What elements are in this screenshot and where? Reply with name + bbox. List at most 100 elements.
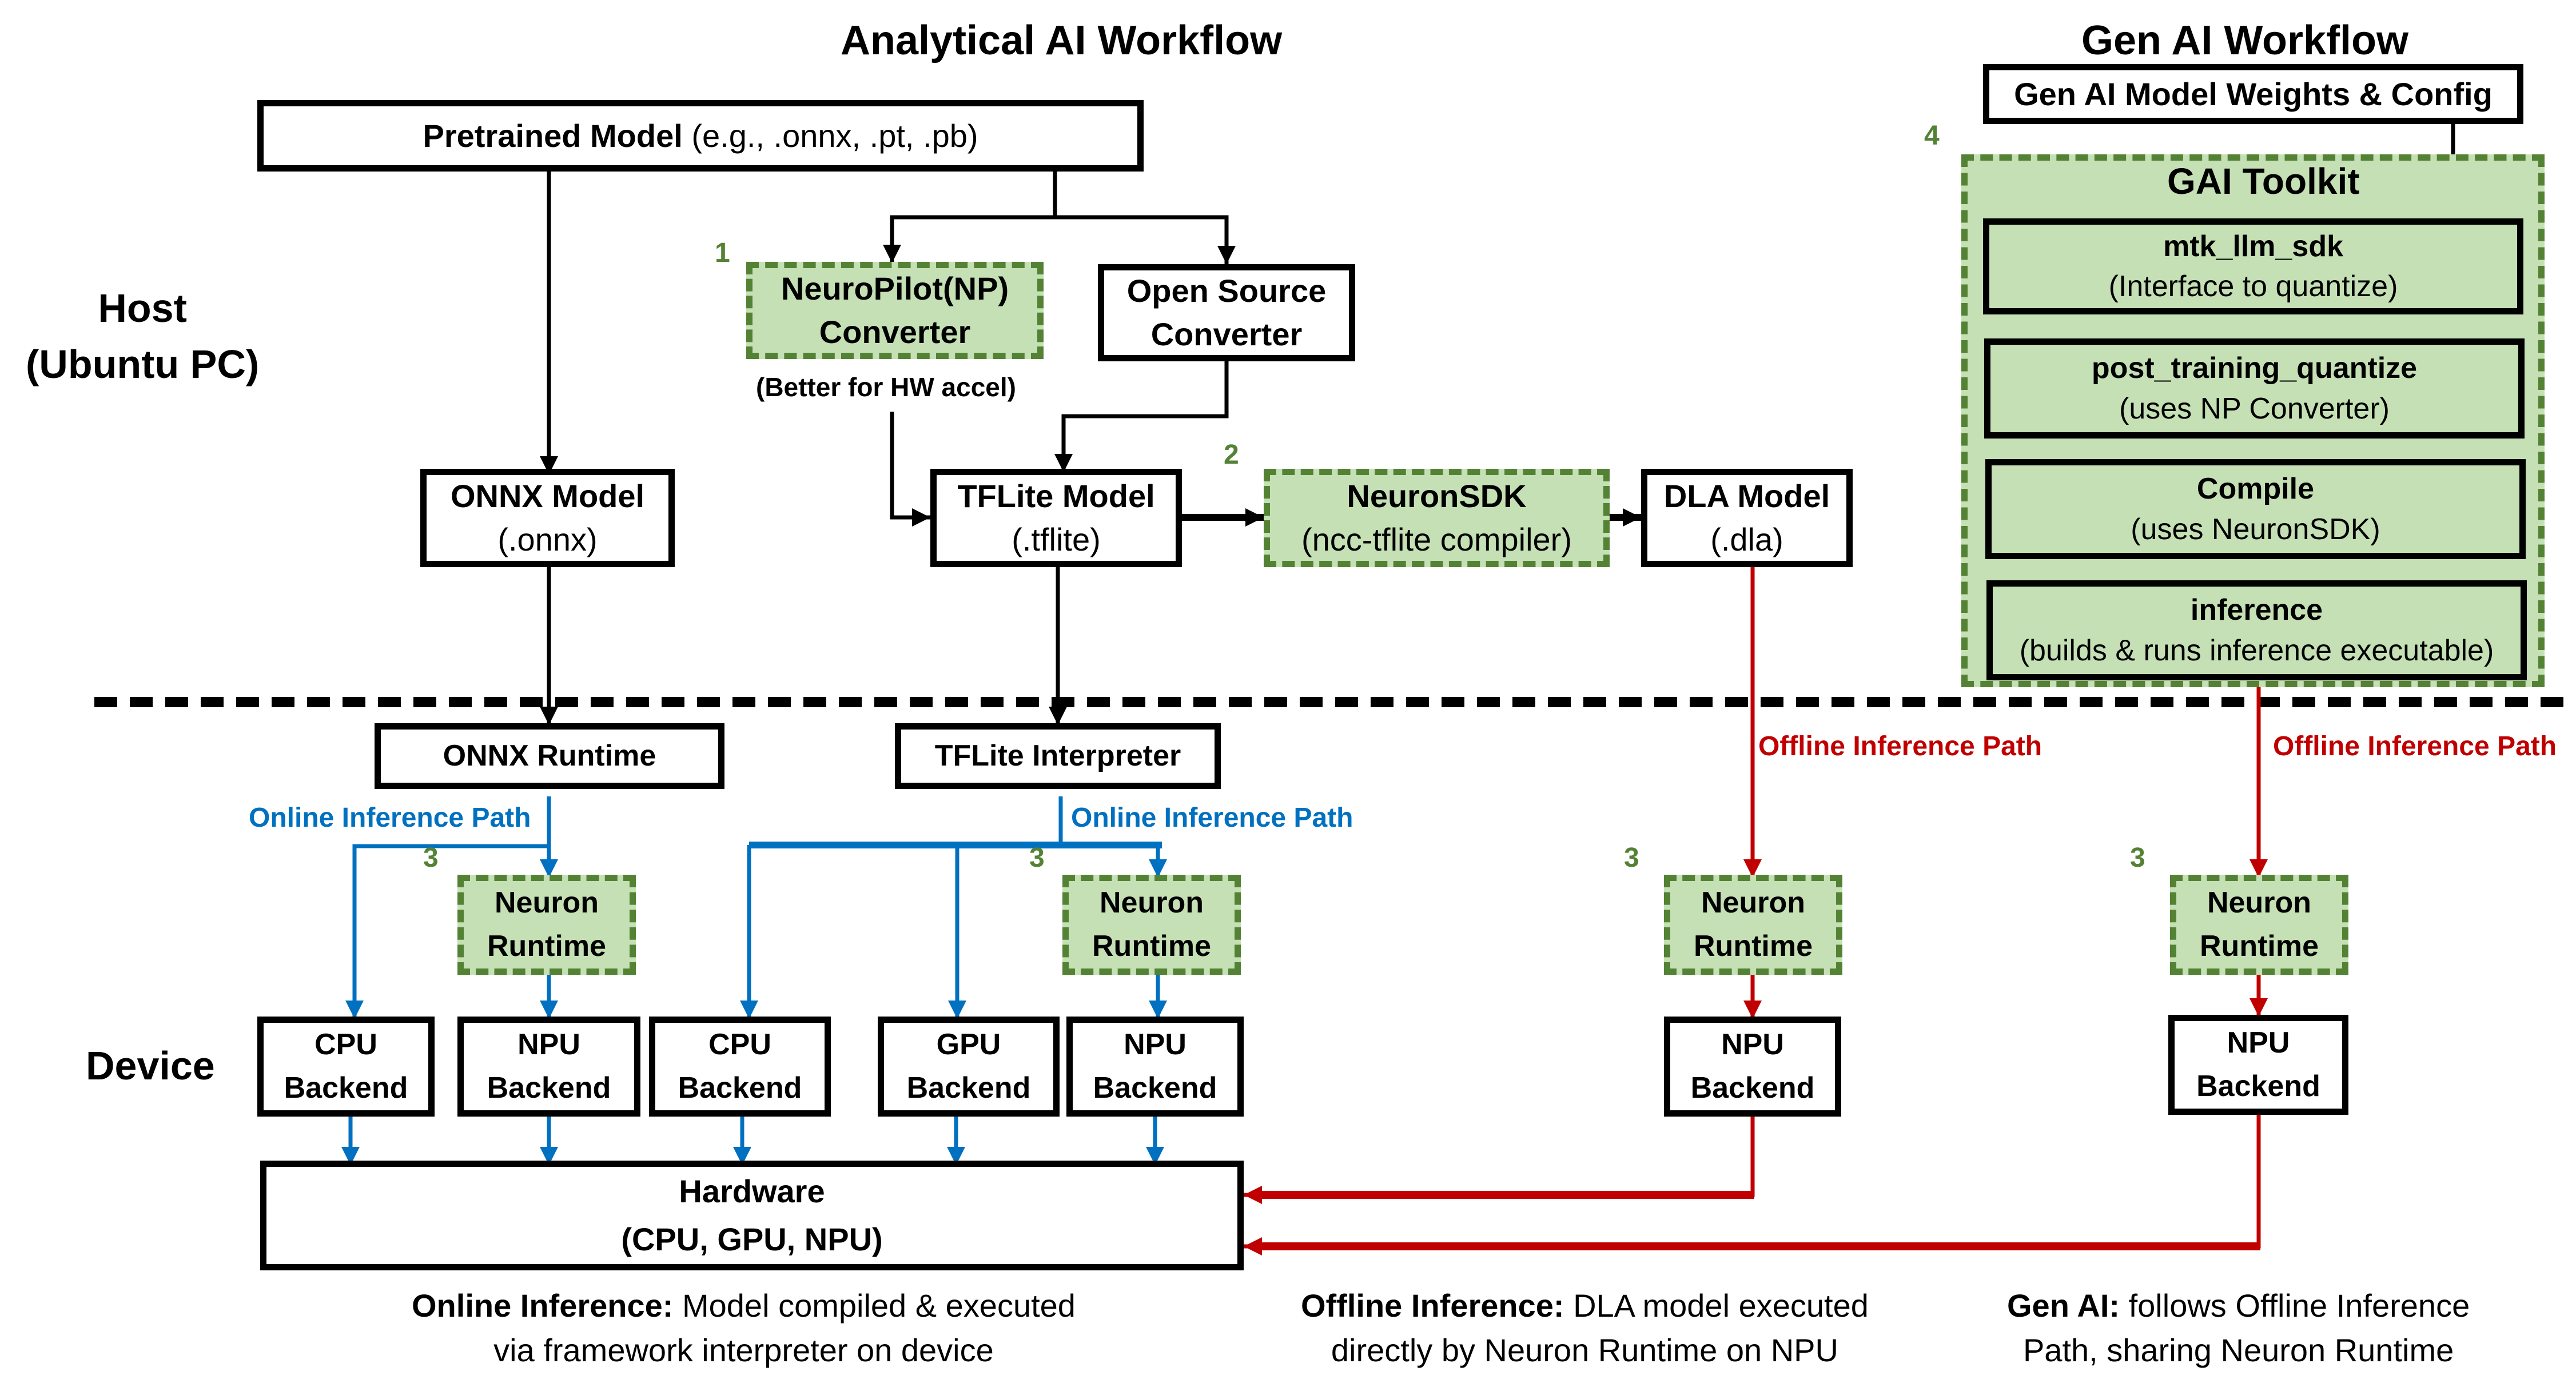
onnx-runtime-box[interactable]: ONNX Runtime [375, 723, 724, 789]
backend-label: Backend [906, 1071, 1031, 1105]
device-label: Device [86, 1043, 215, 1088]
backend-type: GPU [936, 1028, 1001, 1062]
neuron-runtime-box-onnx[interactable]: Neuron Runtime [457, 875, 636, 975]
backend-npu-dla[interactable]: NPU Backend [1664, 1017, 1841, 1117]
neuronsdk-sub: (ncc-tflite compiler) [1301, 521, 1572, 557]
online-path-label-tflite: Online Inference Path [1071, 803, 1353, 833]
gai-stage-mtk-llm-sdk[interactable]: mtk_llm_sdk (Interface to quantize) [1983, 218, 2523, 314]
caption-genai-term: Gen AI: [2007, 1288, 2120, 1324]
np-converter-note: (Better for HW accel) [756, 372, 1016, 402]
caption-genai-text1: follows Offline Inference [2120, 1288, 2470, 1324]
backend-cpu-onnx[interactable]: CPU Backend [257, 1017, 435, 1117]
caption-offline-term: Offline Inference: [1301, 1288, 1564, 1324]
neuropilot-converter-box[interactable]: NeuroPilot(NP) Converter [746, 262, 1044, 359]
backend-type: NPU [1124, 1028, 1187, 1062]
backend-type: CPU [314, 1028, 377, 1062]
genai-weights-box[interactable]: Gen AI Model Weights & Config [1983, 64, 2523, 124]
neuron-runtime-line1: Neuron [1100, 886, 1204, 920]
np-converter-line2: Converter [819, 314, 971, 350]
neuron-runtime-line1: Neuron [2207, 886, 2311, 920]
caption-offline-text2: directly by Neuron Runtime on NPU [1331, 1332, 1838, 1369]
open-source-line2: Converter [1150, 316, 1303, 352]
caption-online-term: Online Inference: [412, 1288, 674, 1324]
gai-toolkit-title: GAI Toolkit [2167, 161, 2360, 202]
neuron-runtime-line2: Runtime [1694, 929, 1813, 963]
caption-genai-text2: Path, sharing Neuron Runtime [2022, 1332, 2454, 1369]
backend-type: NPU [1721, 1028, 1784, 1062]
hardware-title: Hardware [679, 1173, 825, 1209]
step-badge-3: 3 [1624, 843, 1639, 873]
backend-gpu-tflite[interactable]: GPU Backend [878, 1017, 1060, 1117]
arrow-open-source-to-tflite [1054, 361, 1229, 472]
neuron-runtime-box-dla[interactable]: Neuron Runtime [1664, 875, 1842, 975]
arrow-pretrained-branch [883, 170, 1057, 263]
hardware-box[interactable]: Hardware (CPU, GPU, NPU) [260, 1161, 1244, 1270]
neuron-runtime-box-tflite[interactable]: Neuron Runtime [1062, 875, 1241, 975]
neuron-runtime-line2: Runtime [2200, 929, 2319, 963]
tflite-interpreter-box[interactable]: TFLite Interpreter [895, 723, 1221, 789]
backend-type: NPU [2227, 1026, 2290, 1060]
step-badge-3: 3 [423, 843, 439, 873]
onnx-model-title: ONNX Model [450, 478, 645, 515]
gai-stage-inference[interactable]: inference (builds & runs inference execu… [1986, 580, 2527, 680]
neuronsdk-box[interactable]: NeuronSDK (ncc-tflite compiler) [1264, 469, 1610, 567]
heading-analytical: Analytical AI Workflow [841, 18, 1283, 63]
gai-stage-compile[interactable]: Compile (uses NeuronSDK) [1985, 459, 2526, 559]
backend-label: Backend [284, 1071, 408, 1105]
caption-online: Online Inference: Model compiled & execu… [412, 1284, 1076, 1373]
online-path-label-onnx: Online Inference Path [249, 803, 531, 833]
tflite-model-title: TFLite Model [957, 478, 1155, 515]
neuronsdk-title: NeuronSDK [1347, 478, 1527, 515]
np-converter-line1: NeuroPilot(NP) [781, 270, 1009, 307]
offline-path-label-genai: Offline Inference Path [2273, 731, 2557, 762]
step-badge-3: 3 [2130, 843, 2145, 873]
backend-npu-tflite[interactable]: NPU Backend [1066, 1017, 1244, 1117]
backend-npu-onnx[interactable]: NPU Backend [457, 1017, 640, 1117]
backend-label: Backend [2196, 1069, 2320, 1103]
caption-online-text1: Model compiled & executed [673, 1288, 1076, 1324]
step-badge-3: 3 [1029, 843, 1045, 873]
backend-label: Backend [1093, 1071, 1217, 1105]
host-label: Host (Ubuntu PC) [26, 280, 259, 392]
offline-path-npu-a-to-hw [1244, 1116, 1755, 1204]
backend-cpu-tflite[interactable]: CPU Backend [649, 1017, 831, 1117]
neuron-runtime-line1: Neuron [495, 886, 599, 920]
step-badge-1: 1 [715, 238, 730, 268]
caption-offline: Offline Inference: DLA model executed di… [1301, 1284, 1869, 1373]
gai-stage-sub: (uses NeuronSDK) [2131, 512, 2380, 546]
gai-stage-sub: (builds & runs inference executable) [2019, 633, 2494, 667]
dla-model-title: DLA Model [1663, 478, 1830, 515]
onnx-model-ext: (.onnx) [497, 521, 598, 557]
gai-stage-sub: (Interface to quantize) [2108, 270, 2398, 303]
offline-path-label-dla: Offline Inference Path [1758, 731, 2043, 762]
caption-offline-text1: DLA model executed [1564, 1288, 1869, 1324]
open-source-line1: Open Source [1126, 273, 1327, 309]
hardware-units: (CPU, GPU, NPU) [621, 1221, 883, 1257]
tflite-model-ext: (.tflite) [1012, 521, 1101, 557]
heading-genai: Gen AI Workflow [2081, 18, 2409, 63]
backend-npu-genai[interactable]: NPU Backend [2168, 1015, 2348, 1115]
caption-online-text2: via framework interpreter on device [493, 1332, 994, 1369]
pretrained-model-formats: (e.g., .onnx, .pt, .pb) [682, 117, 978, 154]
online-path-onnx-to-cpu [345, 844, 549, 1019]
backend-type: NPU [517, 1028, 580, 1062]
backend-type: CPU [708, 1028, 771, 1062]
open-source-converter-box[interactable]: Open Source Converter [1098, 264, 1355, 361]
dla-model-box[interactable]: DLA Model (.dla) [1641, 469, 1853, 567]
gai-stage-title: mtk_llm_sdk [2163, 229, 2344, 263]
arrow-branch-to-open-source [1055, 215, 1236, 264]
pretrained-model-title: Pretrained Model [423, 117, 683, 154]
host-label-line2: (Ubuntu PC) [26, 342, 260, 386]
neuron-runtime-box-genai[interactable]: Neuron Runtime [2170, 875, 2348, 975]
arrow-np-to-tflite [890, 412, 930, 527]
step-badge-4: 4 [1924, 121, 1940, 151]
onnx-model-box[interactable]: ONNX Model (.onnx) [420, 469, 675, 567]
backend-label: Backend [1690, 1071, 1815, 1105]
neuron-runtime-line2: Runtime [1092, 929, 1211, 963]
gai-stage-post-training-quantize[interactable]: post_training_quantize (uses NP Converte… [1984, 338, 2525, 439]
backend-label: Backend [678, 1071, 802, 1105]
pretrained-model-box[interactable]: Pretrained Model (e.g., .onnx, .pt, .pb) [257, 100, 1144, 172]
gai-stage-sub: (uses NP Converter) [2119, 392, 2390, 425]
tflite-model-box[interactable]: TFLite Model (.tflite) [930, 469, 1182, 567]
